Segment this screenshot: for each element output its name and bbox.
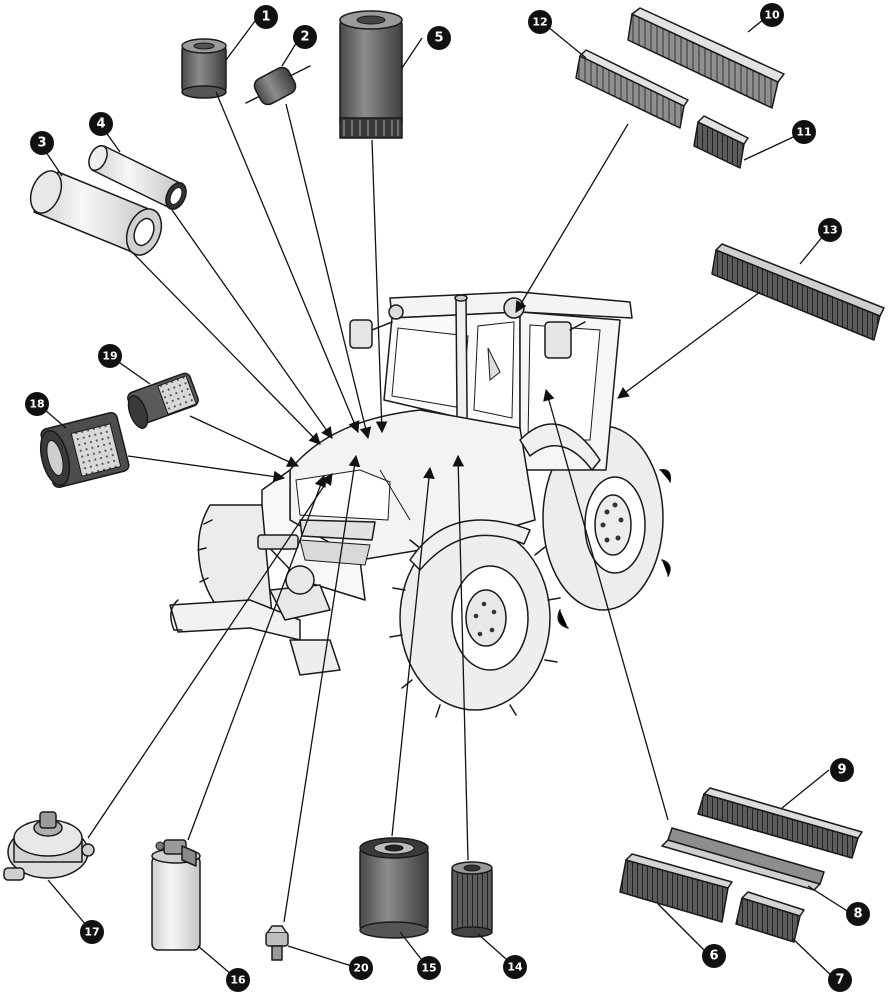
callout-11: 11 [792, 120, 816, 144]
callout-1: 1 [254, 5, 278, 29]
front-wheel-right [389, 525, 561, 718]
part-12-panel-filter [575, 49, 689, 129]
callout-4: 4 [89, 112, 113, 136]
svg-text:19: 19 [102, 350, 117, 363]
part-7-small-panel-filter [735, 891, 805, 943]
svg-text:16: 16 [230, 974, 246, 987]
part-18-mesh-air-filter [39, 411, 130, 489]
part-3-large-air-filter [29, 170, 163, 256]
part-19-small-mesh-filter [127, 372, 199, 429]
callout-8: 8 [846, 902, 870, 926]
part-9-panel-filter [697, 787, 863, 859]
svg-text:9: 9 [837, 763, 846, 778]
svg-text:3: 3 [37, 136, 46, 151]
part-20-sensor-plug [265, 925, 289, 961]
callout-18: 18 [25, 392, 49, 416]
front-fender [409, 519, 531, 571]
callout-2: 2 [293, 25, 317, 49]
part-10-panel-filter [627, 7, 785, 109]
svg-text:20: 20 [353, 962, 369, 975]
svg-text:10: 10 [764, 9, 780, 22]
part-11-small-panel-filter [693, 115, 749, 169]
svg-text:5: 5 [434, 31, 443, 46]
callout-7: 7 [828, 968, 852, 992]
callout-9: 9 [830, 758, 854, 782]
part-16-canister-filter [151, 839, 201, 951]
callout-15: 15 [417, 956, 441, 980]
part-17-water-separator [3, 811, 95, 881]
part-5-tall-spin-on-filter [339, 10, 403, 139]
svg-text:17: 17 [84, 926, 99, 939]
svg-text:6: 6 [709, 949, 718, 964]
svg-text:8: 8 [853, 907, 862, 922]
callout-10: 10 [760, 3, 784, 27]
part-1-small-spin-on-filter [181, 38, 227, 99]
svg-text:2: 2 [300, 30, 309, 45]
part-6-panel-filter [619, 853, 733, 923]
part-15-large-spin-on-filter [359, 837, 429, 939]
part-14-cartridge-filter [451, 861, 493, 938]
callout-6: 6 [702, 944, 726, 968]
svg-text:4: 4 [96, 117, 105, 132]
svg-text:7: 7 [835, 973, 844, 988]
callout-13: 13 [818, 218, 842, 242]
svg-text:18: 18 [29, 398, 44, 411]
callout-3: 3 [30, 131, 54, 155]
callout-badges: 1 2 3 4 5 6 7 8 9 10 11 12 13 14 15 16 1… [25, 3, 870, 992]
rear-wheel-right [542, 419, 672, 629]
svg-text:13: 13 [822, 224, 837, 237]
callout-19: 19 [98, 344, 122, 368]
callout-14: 14 [503, 955, 527, 979]
front-hitch [169, 534, 341, 676]
tractor-cab [349, 291, 633, 471]
svg-text:12: 12 [532, 16, 547, 29]
svg-text:14: 14 [507, 961, 523, 974]
svg-text:15: 15 [421, 962, 436, 975]
svg-text:1: 1 [261, 10, 270, 25]
callout-5: 5 [427, 26, 451, 50]
callout-20: 20 [349, 956, 373, 980]
callout-16: 16 [226, 968, 250, 992]
tractor-illustration [169, 291, 672, 718]
part-13-strip-filter [711, 243, 885, 341]
part-4-safety-air-filter [88, 144, 187, 210]
callout-17: 17 [80, 920, 104, 944]
part-2-inline-fuel-filter [245, 65, 311, 106]
callout-12: 12 [528, 10, 552, 34]
svg-text:11: 11 [796, 126, 811, 139]
rear-fender [519, 423, 601, 471]
